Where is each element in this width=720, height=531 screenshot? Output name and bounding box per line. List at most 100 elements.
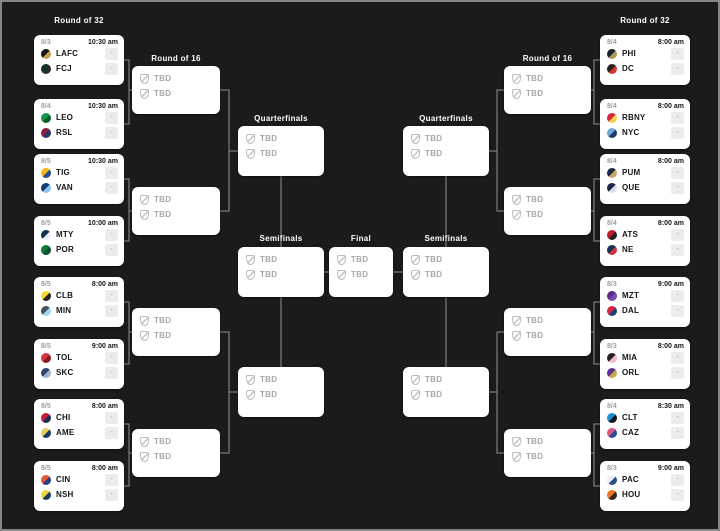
score-box: - bbox=[105, 304, 118, 317]
team-logo-icon bbox=[41, 167, 51, 178]
match-time: 10:30 am bbox=[88, 158, 118, 165]
match-date: 8/3 bbox=[41, 39, 51, 46]
match-card-tbd[interactable]: TBD TBD bbox=[504, 308, 591, 356]
match-date: 8/5 bbox=[41, 343, 51, 350]
team-row[interactable]: CLT- bbox=[600, 410, 690, 425]
team-row[interactable]: HOU- bbox=[600, 487, 690, 502]
team-row[interactable]: CAZ- bbox=[600, 425, 690, 440]
match-card-tbd[interactable]: TBD TBD bbox=[238, 367, 324, 417]
team-row[interactable]: SKC- bbox=[34, 365, 124, 380]
team-row[interactable]: ATS- bbox=[600, 227, 690, 242]
team-logo-icon bbox=[41, 427, 51, 438]
team-row[interactable]: TIG- bbox=[34, 165, 124, 180]
team-row[interactable]: ORL- bbox=[600, 365, 690, 380]
team-row[interactable]: NSH- bbox=[34, 487, 124, 502]
team-row[interactable]: POR- bbox=[34, 242, 124, 257]
match-card-tbd[interactable]: TBD TBD bbox=[403, 247, 489, 297]
match-card-tbd[interactable]: TBD TBD bbox=[504, 187, 591, 235]
tbd-label: TBD bbox=[425, 255, 443, 264]
team-row[interactable]: QUE- bbox=[600, 180, 690, 195]
team-row[interactable]: CIN- bbox=[34, 472, 124, 487]
team-abbr: CIN bbox=[56, 475, 71, 484]
team-row: TBD bbox=[504, 434, 591, 449]
match-card-tbd[interactable]: TBD TBD bbox=[132, 308, 220, 356]
team-logo-icon bbox=[607, 412, 617, 423]
match-card-tbd[interactable]: TBD TBD bbox=[238, 126, 324, 176]
team-logo-icon bbox=[41, 489, 51, 500]
match-date: 8/4 bbox=[607, 158, 617, 165]
team-row[interactable]: CLB- bbox=[34, 288, 124, 303]
team-row[interactable]: PHI- bbox=[600, 46, 690, 61]
team-row[interactable]: TOL- bbox=[34, 350, 124, 365]
team-row[interactable]: FCJ- bbox=[34, 61, 124, 76]
team-row: TBD bbox=[403, 372, 489, 387]
team-abbr: DAL bbox=[622, 306, 640, 315]
team-row[interactable]: MTY- bbox=[34, 227, 124, 242]
team-row[interactable]: VAN- bbox=[34, 180, 124, 195]
match-card-tbd[interactable]: TBD TBD bbox=[504, 66, 591, 114]
tbd-label: TBD bbox=[154, 331, 172, 340]
team-row[interactable]: AME- bbox=[34, 425, 124, 440]
score-box: - bbox=[671, 289, 684, 302]
team-logo-icon bbox=[41, 352, 51, 363]
team-row[interactable]: RBNY- bbox=[600, 110, 690, 125]
team-row[interactable]: NE- bbox=[600, 242, 690, 257]
match-card-tbd[interactable]: TBD TBD bbox=[132, 429, 220, 477]
match-card-tbd[interactable]: TBD TBD bbox=[329, 247, 393, 297]
match-card-tbd[interactable]: TBD TBD bbox=[504, 429, 591, 477]
team-row[interactable]: MZT- bbox=[600, 288, 690, 303]
team-abbr: FCJ bbox=[56, 64, 72, 73]
team-row[interactable]: DC- bbox=[600, 61, 690, 76]
team-abbr: LEO bbox=[56, 113, 74, 122]
team-row: TBD bbox=[132, 86, 220, 101]
match-date: 8/5 bbox=[41, 465, 51, 472]
tbd-label: TBD bbox=[260, 375, 278, 384]
match-card-tbd[interactable]: TBD TBD bbox=[238, 247, 324, 297]
score-box: - bbox=[671, 411, 684, 424]
match-date: 8/3 bbox=[607, 465, 617, 472]
team-row[interactable]: RSL- bbox=[34, 125, 124, 140]
match-card-tbd[interactable]: TBD TBD bbox=[132, 66, 220, 114]
round-header-r16-left: Round of 16 bbox=[151, 54, 201, 63]
team-logo-icon bbox=[41, 48, 51, 59]
team-logo-icon bbox=[607, 305, 617, 316]
match-card-tbd[interactable]: TBD TBD bbox=[132, 187, 220, 235]
team-row[interactable]: PUM- bbox=[600, 165, 690, 180]
team-row[interactable]: DAL- bbox=[600, 303, 690, 318]
tbd-label: TBD bbox=[154, 437, 172, 446]
team-row: TBD bbox=[403, 131, 489, 146]
team-row[interactable]: MIA- bbox=[600, 350, 690, 365]
team-row[interactable]: CHI- bbox=[34, 410, 124, 425]
team-row[interactable]: LEO- bbox=[34, 110, 124, 125]
match-card-tbd[interactable]: TBD TBD bbox=[403, 126, 489, 176]
team-row[interactable]: PAC- bbox=[600, 472, 690, 487]
team-abbr: PUM bbox=[622, 168, 641, 177]
team-logo-icon bbox=[41, 367, 51, 378]
shield-icon bbox=[512, 88, 521, 99]
team-row[interactable]: NYC- bbox=[600, 125, 690, 140]
team-logo-icon bbox=[607, 63, 617, 74]
team-row: TBD bbox=[238, 252, 324, 267]
team-row: TBD bbox=[132, 207, 220, 222]
match-card-tbd[interactable]: TBD TBD bbox=[403, 367, 489, 417]
team-row[interactable]: LAFC- bbox=[34, 46, 124, 61]
team-row[interactable]: MIN- bbox=[34, 303, 124, 318]
team-abbr: TOL bbox=[56, 353, 73, 362]
score-box: - bbox=[671, 47, 684, 60]
